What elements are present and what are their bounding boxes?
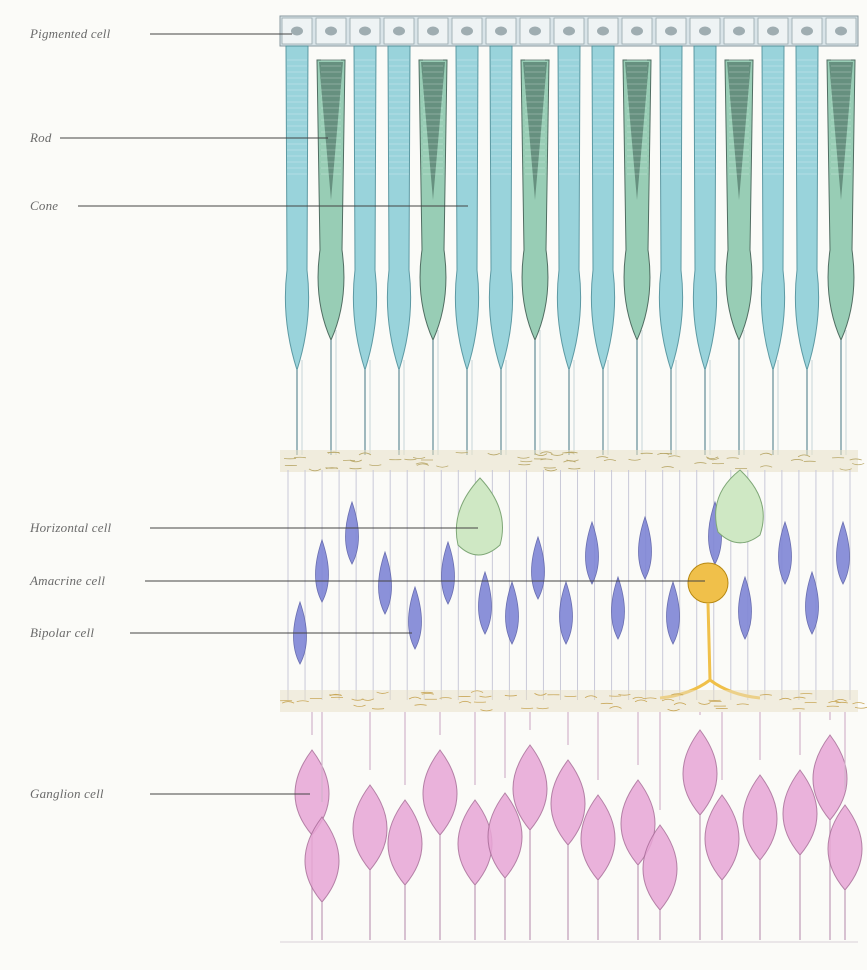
- label-horizontal-cell: Horizontal cell: [30, 520, 111, 536]
- pigmented-cell-nucleus: [393, 27, 405, 36]
- label-cone: Cone: [30, 198, 58, 214]
- ganglion-cell: [353, 785, 387, 870]
- bipolar-cell: [506, 582, 519, 644]
- pigmented-cell-nucleus: [563, 27, 575, 36]
- bipolar-cell: [639, 517, 652, 579]
- bipolar-cell: [586, 522, 599, 584]
- bipolar-cell: [667, 582, 680, 644]
- bipolar-cell-layer: [288, 470, 850, 700]
- rod-cell: [285, 46, 308, 370]
- pigmented-cell-nucleus: [665, 27, 677, 36]
- ganglion-cell: [743, 775, 777, 860]
- ganglion-cell: [458, 800, 492, 885]
- pigmented-cell-nucleus: [631, 27, 643, 36]
- rod-cell: [693, 46, 716, 370]
- pigmented-cell-nucleus: [427, 27, 439, 36]
- label-amacrine-cell: Amacrine cell: [30, 573, 105, 589]
- rod-cell: [455, 46, 478, 370]
- ganglion-cell: [551, 760, 585, 845]
- bipolar-cell: [442, 542, 455, 604]
- pigmented-cell-nucleus: [495, 27, 507, 36]
- ganglion-cell: [828, 805, 862, 890]
- synapse-fiber: [855, 707, 867, 708]
- pigmented-cell-nucleus: [325, 27, 337, 36]
- bipolar-cell: [379, 552, 392, 614]
- rod-cell: [659, 46, 682, 370]
- inner-plexiform-band: [280, 690, 858, 712]
- bipolar-cell: [612, 577, 625, 639]
- bipolar-cell: [316, 540, 329, 602]
- rod-cell: [489, 46, 512, 370]
- photoreceptor-layer: [285, 46, 855, 455]
- horizontal-cell: [456, 478, 502, 555]
- rod-cell: [761, 46, 784, 370]
- rod-cell: [353, 46, 376, 370]
- ganglion-cell: [783, 770, 817, 855]
- label-pigmented-cell: Pigmented cell: [30, 26, 110, 42]
- rod-cell: [557, 46, 580, 370]
- rod-cell: [795, 46, 818, 370]
- label-ganglion-cell: Ganglion cell: [30, 786, 104, 802]
- horizontal-cell: [716, 470, 764, 543]
- label-bipolar-cell: Bipolar cell: [30, 625, 94, 641]
- inner-plexiform-layer: [280, 690, 867, 712]
- ganglion-cell: [705, 795, 739, 880]
- amacrine-cell: [688, 563, 728, 603]
- bipolar-cell: [409, 587, 422, 649]
- pigmented-cell-nucleus: [291, 27, 303, 36]
- bipolar-cell: [739, 577, 752, 639]
- rod-cell: [591, 46, 614, 370]
- outer-plexiform-layer: [280, 450, 864, 472]
- ganglion-cell: [581, 795, 615, 880]
- ganglion-cell: [813, 735, 847, 820]
- bipolar-cell: [806, 572, 819, 634]
- pigmented-cell-nucleus: [461, 27, 473, 36]
- pigmented-cell-nucleus: [529, 27, 541, 36]
- ganglion-cell-layer: [280, 712, 862, 942]
- pigmented-cell-nucleus: [359, 27, 371, 36]
- pigmented-cell-nucleus: [733, 27, 745, 36]
- bipolar-cell: [560, 582, 573, 644]
- pigmented-cell-nucleus: [801, 27, 813, 36]
- ganglion-cell: [388, 800, 422, 885]
- bipolar-cell: [532, 537, 545, 599]
- ganglion-cell: [423, 750, 457, 835]
- pigmented-cell-nucleus: [835, 27, 847, 36]
- label-rod: Rod: [30, 130, 52, 146]
- pigmented-cell-nucleus: [597, 27, 609, 36]
- bipolar-cell: [779, 522, 792, 584]
- ganglion-cell: [683, 730, 717, 815]
- pigmented-cell-nucleus: [767, 27, 779, 36]
- bipolar-cell: [837, 522, 850, 584]
- rod-cell: [387, 46, 410, 370]
- pigmented-cell-layer: [280, 16, 858, 46]
- pigmented-cell-nucleus: [699, 27, 711, 36]
